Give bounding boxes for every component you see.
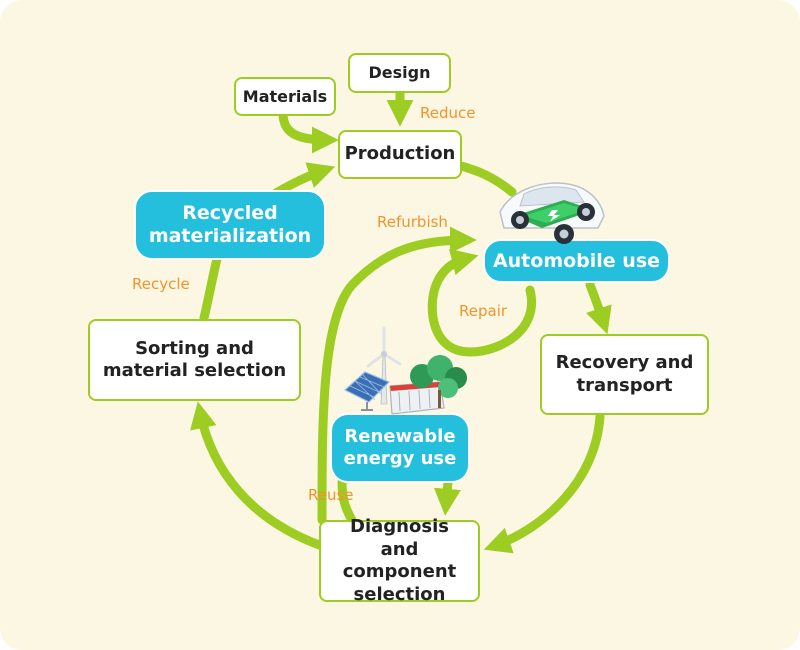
reduce-label: Reduce bbox=[420, 104, 476, 122]
arrow-diagnosis-renewable bbox=[337, 477, 357, 525]
reuse-label: Reuse bbox=[308, 486, 354, 504]
diagnosis-selection-label: Diagnosis and component selection bbox=[342, 516, 457, 605]
diagnosis-selection-box: Diagnosis and component selection bbox=[319, 516, 480, 605]
sorting-selection-box: Sorting and material selection bbox=[88, 319, 301, 401]
renewable-energy-use-pill: Renewable energy use bbox=[330, 413, 470, 483]
materials-box: Materials bbox=[234, 77, 336, 116]
design-box: Design bbox=[348, 53, 451, 93]
arrow-production-automobile bbox=[452, 160, 517, 197]
arrow-refurbish-loop bbox=[317, 226, 477, 525]
arrow-materials-production bbox=[278, 108, 339, 154]
automobile-use-pill: Automobile use bbox=[483, 239, 670, 283]
arrow-repair-loop bbox=[427, 248, 537, 357]
production-label: Production bbox=[344, 143, 456, 165]
arrow-renewable-diagnosis bbox=[433, 477, 461, 516]
arrow-recovery-diagnosis bbox=[483, 411, 605, 554]
repair-label: Repair bbox=[459, 302, 508, 320]
tree-icon bbox=[410, 355, 467, 408]
recovery-transport-box: Recovery and transport bbox=[540, 334, 709, 415]
recovery-transport-label: Recovery and transport bbox=[555, 352, 694, 396]
arrow-sorting-recycled bbox=[199, 250, 223, 323]
refurbish-label: Refurbish bbox=[377, 213, 448, 231]
recycled-materialization-pill: Recycled materialization bbox=[134, 190, 326, 260]
materials-label: Materials bbox=[242, 86, 328, 106]
design-label: Design bbox=[368, 63, 431, 82]
arrow-diagnosis-sorting bbox=[190, 401, 327, 551]
renewable-energy-use-label: Renewable energy use bbox=[343, 426, 457, 469]
recycle-label: Recycle bbox=[132, 275, 190, 293]
sorting-selection-label: Sorting and material selection bbox=[102, 337, 287, 382]
automobile-use-label: Automobile use bbox=[492, 249, 661, 272]
electric-car-icon bbox=[499, 182, 605, 244]
arrow-automobile-recovery bbox=[585, 280, 612, 335]
recycled-materialization-label: Recycled materialization bbox=[148, 202, 312, 247]
production-box: Production bbox=[338, 130, 462, 179]
solar-panel-icon bbox=[343, 371, 391, 411]
